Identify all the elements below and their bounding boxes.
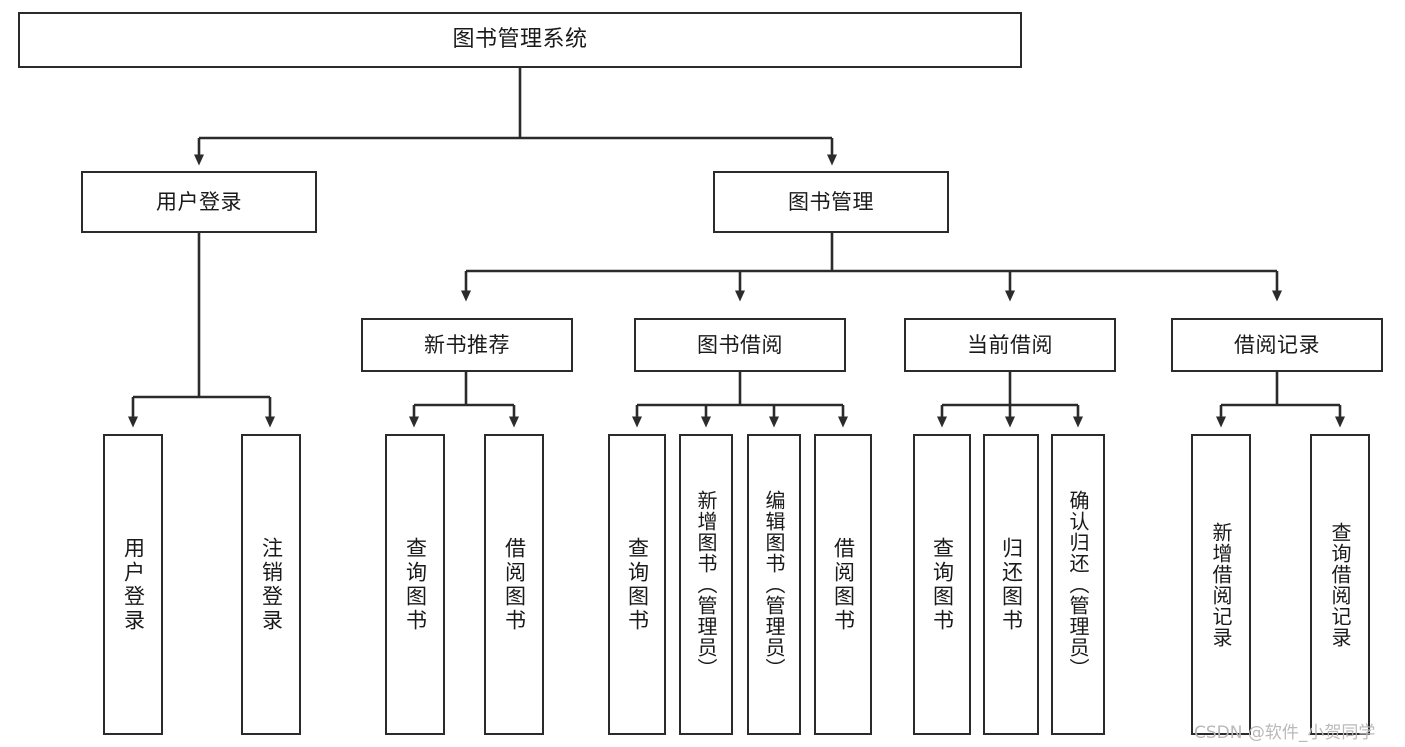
node-label: 图书管理系统 (452, 27, 588, 52)
node-label: 查询图书 (625, 536, 650, 633)
node-book-management[interactable]: 图书管理 (713, 171, 949, 233)
leaf-current-confirm-return-admin[interactable]: 确认归还（管理员） (1051, 434, 1105, 735)
leaf-borrow-add-book-admin[interactable]: 新增图书（管理员） (679, 434, 733, 735)
leaf-record-query-record[interactable]: 查询借阅记录 (1310, 434, 1370, 735)
node-label: 新增图书（管理员） (694, 490, 718, 679)
leaf-borrow-query-book[interactable]: 查询图书 (608, 434, 666, 735)
node-label: 当前借阅 (967, 332, 1053, 357)
node-label: 新增借阅记录 (1209, 521, 1233, 648)
node-label: 确认归还（管理员） (1066, 490, 1090, 679)
leaf-current-query-book[interactable]: 查询图书 (913, 434, 971, 735)
node-borrow-record[interactable]: 借阅记录 (1171, 318, 1383, 372)
leaf-user-login-login[interactable]: 用户登录 (103, 434, 163, 735)
leaf-record-add-record[interactable]: 新增借阅记录 (1191, 434, 1251, 735)
node-label: 图书借阅 (697, 332, 783, 357)
leaf-borrow-borrow-book[interactable]: 借阅图书 (814, 434, 872, 735)
node-label: 注销登录 (259, 536, 284, 633)
leaf-borrow-edit-book-admin[interactable]: 编辑图书（管理员） (747, 434, 801, 735)
node-label: 借阅记录 (1234, 332, 1320, 357)
leaf-current-return-book[interactable]: 归还图书 (983, 434, 1039, 735)
leaf-recommend-borrow-book[interactable]: 借阅图书 (484, 434, 544, 735)
node-label: 编辑图书（管理员） (762, 490, 786, 679)
csdn-watermark: CSDN @软件_小贺同学 (1194, 723, 1376, 743)
node-label: 查询图书 (930, 536, 955, 633)
node-root-system[interactable]: 图书管理系统 (18, 12, 1022, 68)
node-label: 用户登录 (121, 536, 146, 633)
node-label: 新书推荐 (424, 332, 510, 357)
node-new-book-recommend[interactable]: 新书推荐 (361, 318, 573, 372)
node-current-borrow[interactable]: 当前借阅 (904, 318, 1116, 372)
leaf-recommend-query-book[interactable]: 查询图书 (385, 434, 445, 735)
node-label: 查询图书 (403, 536, 428, 633)
node-label: 查询借阅记录 (1328, 521, 1352, 648)
node-label: 图书管理 (788, 189, 874, 214)
node-label: 借阅图书 (502, 536, 527, 633)
leaf-user-login-logout[interactable]: 注销登录 (241, 434, 301, 735)
node-book-borrow[interactable]: 图书借阅 (634, 318, 846, 372)
node-label: 借阅图书 (831, 536, 856, 633)
node-label: 用户登录 (156, 189, 242, 214)
node-user-login[interactable]: 用户登录 (81, 171, 317, 233)
node-label: 归还图书 (999, 536, 1024, 633)
